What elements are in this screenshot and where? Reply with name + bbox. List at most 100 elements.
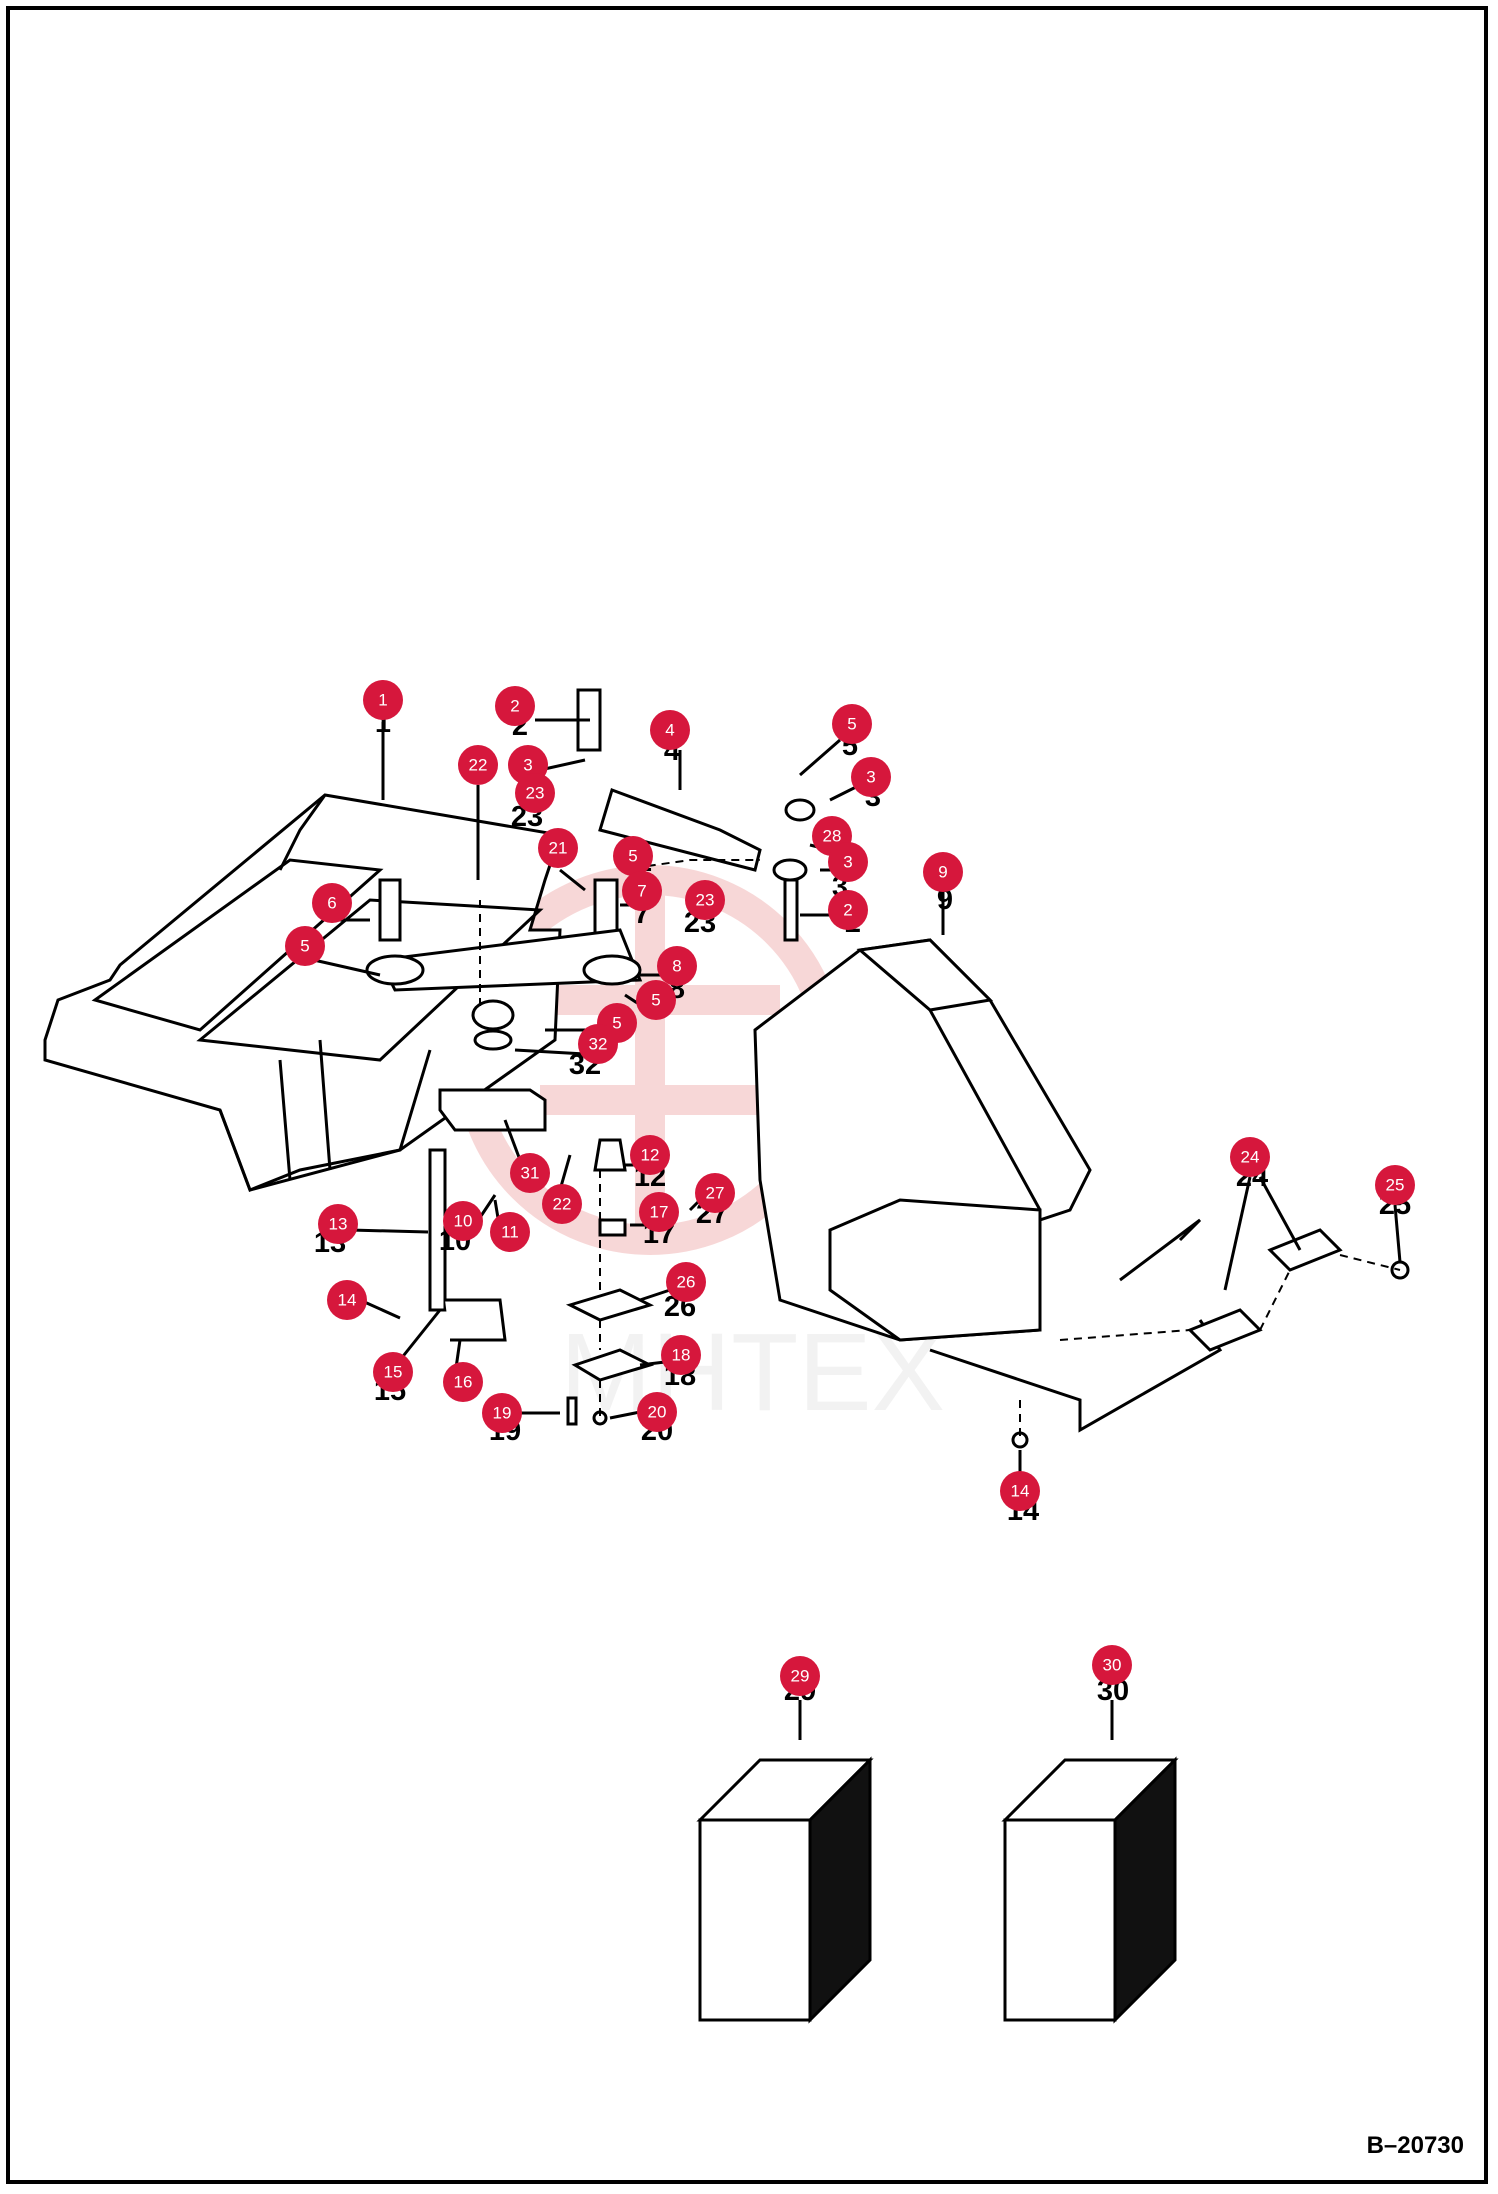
callout-marker[interactable]: 15: [373, 1352, 413, 1392]
callout-marker[interactable]: 29: [780, 1656, 820, 1696]
callout-circle[interactable]: [661, 1335, 701, 1375]
callout-marker[interactable]: 5: [613, 836, 653, 876]
callout-circle[interactable]: [666, 1262, 706, 1302]
callout-circle[interactable]: [828, 890, 868, 930]
callout-circle[interactable]: [637, 1392, 677, 1432]
callout-marker[interactable]: 10: [443, 1201, 483, 1241]
callout-marker[interactable]: 3: [851, 757, 891, 797]
callout-marker[interactable]: 19: [482, 1393, 522, 1433]
callout-circle[interactable]: [828, 842, 868, 882]
callout-marker[interactable]: 2: [828, 890, 868, 930]
callout-circle[interactable]: [630, 1135, 670, 1175]
callout-circle[interactable]: [622, 871, 662, 911]
callout-circle[interactable]: [312, 883, 352, 923]
callout-marker[interactable]: 9: [923, 852, 963, 892]
callout-label: 11: [501, 1223, 519, 1242]
drawing-reference-code: B–20730: [1366, 2132, 1464, 2159]
callout-circle[interactable]: [318, 1204, 358, 1244]
callout-marker[interactable]: 3: [828, 842, 868, 882]
callout-marker[interactable]: 32: [578, 1024, 618, 1064]
callout-marker[interactable]: 8: [657, 946, 697, 986]
callout-circle[interactable]: [443, 1201, 483, 1241]
callout-circle[interactable]: [851, 757, 891, 797]
callout-label: 5: [628, 847, 637, 866]
battery-part-29: [696, 1756, 874, 2024]
callout-label: 5: [300, 937, 309, 956]
callout-marker[interactable]: 20: [637, 1392, 677, 1432]
callout-label: 3: [843, 853, 852, 872]
callout-circle[interactable]: [1375, 1165, 1415, 1205]
callout-marker[interactable]: 22: [542, 1184, 582, 1224]
callout-circle[interactable]: [695, 1173, 735, 1213]
callout-label: 19: [493, 1404, 512, 1423]
callout-circle[interactable]: [373, 1352, 413, 1392]
callout-marker[interactable]: 27: [695, 1173, 735, 1213]
callout-label: 32: [589, 1035, 608, 1054]
callout-circle[interactable]: [650, 710, 690, 750]
callout-marker[interactable]: 14: [327, 1280, 367, 1320]
callout-marker[interactable]: 16: [443, 1362, 483, 1402]
callout-label: 18: [672, 1346, 691, 1365]
callout-label: 7: [637, 882, 646, 901]
callout-marker[interactable]: 18: [661, 1335, 701, 1375]
callout-marker[interactable]: 21: [538, 828, 578, 868]
callout-label: 30: [1103, 1656, 1122, 1675]
callout-circle[interactable]: [327, 1280, 367, 1320]
callout-marker[interactable]: 2: [495, 686, 535, 726]
callout-circle[interactable]: [639, 1192, 679, 1232]
callout-circle[interactable]: [495, 686, 535, 726]
callout-circle[interactable]: [1092, 1645, 1132, 1685]
callout-marker[interactable]: 5: [636, 980, 676, 1020]
callout-circle[interactable]: [482, 1393, 522, 1433]
leader-line: [1223, 1176, 1252, 1291]
callout-marker[interactable]: 31: [510, 1153, 550, 1193]
callout-circle[interactable]: [458, 745, 498, 785]
callout-circle[interactable]: [490, 1212, 530, 1252]
callout-marker[interactable]: 7: [622, 871, 662, 911]
callout-circle[interactable]: [780, 1656, 820, 1696]
callout-circle[interactable]: [613, 836, 653, 876]
leader-line: [1258, 1176, 1302, 1251]
callout-label: 28: [823, 827, 842, 846]
callout-circle[interactable]: [657, 946, 697, 986]
callout-circle[interactable]: [832, 704, 872, 744]
callout-marker[interactable]: 4: [650, 710, 690, 750]
callout-label: 17: [650, 1203, 669, 1222]
callout-circle[interactable]: [363, 680, 403, 720]
callout-marker[interactable]: 12: [630, 1135, 670, 1175]
callout-circle[interactable]: [542, 1184, 582, 1224]
callout-label: 1: [378, 691, 387, 710]
callout-marker[interactable]: 14: [1000, 1471, 1040, 1511]
callout-marker[interactable]: 26: [666, 1262, 706, 1302]
callout-circle[interactable]: [538, 828, 578, 868]
callout-circle[interactable]: [1230, 1137, 1270, 1177]
callout-label: 23: [526, 784, 545, 803]
callout-marker[interactable]: 23: [685, 880, 725, 920]
callout-marker[interactable]: 5: [285, 926, 325, 966]
callout-circle[interactable]: [636, 980, 676, 1020]
callout-marker[interactable]: 13: [318, 1204, 358, 1244]
callout-marker[interactable]: 17: [639, 1192, 679, 1232]
callout-marker[interactable]: 22: [458, 745, 498, 785]
callout-marker[interactable]: 11: [490, 1212, 530, 1252]
leader-line: [639, 1360, 666, 1367]
callout-circle[interactable]: [685, 880, 725, 920]
callout-marker[interactable]: 5: [832, 704, 872, 744]
callout-circle[interactable]: [578, 1024, 618, 1064]
main-frame-part: [43, 793, 562, 1192]
callout-circle[interactable]: [510, 1153, 550, 1193]
callout-marker[interactable]: 24: [1230, 1137, 1270, 1177]
callout-circle[interactable]: [923, 852, 963, 892]
callout-marker[interactable]: 30: [1092, 1645, 1132, 1685]
callout-marker[interactable]: 6: [312, 883, 352, 923]
callout-circle[interactable]: [1000, 1471, 1040, 1511]
callout-marker[interactable]: 25: [1375, 1165, 1415, 1205]
callout-marker[interactable]: 23: [515, 773, 555, 813]
leader-line: [503, 1119, 522, 1161]
callout-circle[interactable]: [443, 1362, 483, 1402]
callout-circle[interactable]: [515, 773, 555, 813]
callout-circle[interactable]: [285, 926, 325, 966]
callout-marker[interactable]: 1: [363, 680, 403, 720]
